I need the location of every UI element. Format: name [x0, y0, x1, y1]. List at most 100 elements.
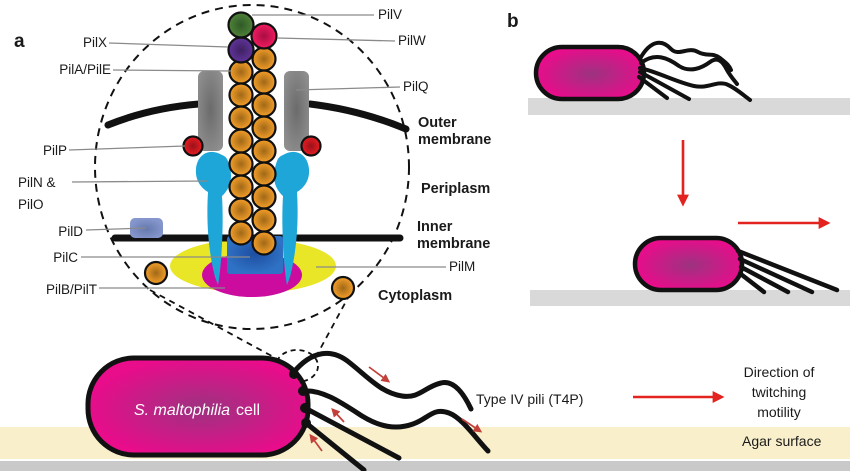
pilus-anchors: [289, 369, 311, 428]
pilq-secretin-right: [284, 71, 309, 151]
leader-pilw: [276, 37, 396, 42]
pilus-filament: [739, 272, 767, 295]
cell-label: S. maltophilia cell: [134, 402, 260, 419]
pilin-subunit: [228, 151, 254, 177]
pilin-subunit: [251, 115, 277, 141]
direction-label-line1: Direction of: [744, 364, 815, 380]
label-pilx: PilX: [83, 35, 107, 50]
motion-arrow: [331, 408, 345, 423]
pild-rect: [130, 218, 163, 238]
label-pilc: PilC: [53, 250, 78, 265]
leader-piln-pilo: [71, 180, 208, 183]
pilin-subunit: [251, 230, 277, 256]
cytoplasmic-pilin: [143, 260, 169, 286]
pilus-filament: [738, 264, 791, 295]
pilus-anchor: [289, 369, 299, 379]
label-pild: PilD: [58, 224, 83, 239]
pilin-subunit: [228, 174, 254, 200]
leader-pild: [85, 227, 147, 231]
pilin-subunit: [251, 46, 277, 72]
panel-b-arrows: [633, 140, 831, 403]
surface-bar-2: [530, 290, 850, 306]
agar-label: Agar surface: [742, 433, 822, 449]
label-piln-line2: PilO: [18, 197, 44, 212]
pilin-subunit: [251, 138, 277, 164]
pilin-subunit: [228, 59, 254, 85]
motion-arrow: [461, 418, 483, 433]
direction-label: Direction of twitching motility: [744, 364, 815, 420]
piln-pilo-left: [195, 151, 232, 285]
label-cytoplasm: Cytoplasm: [378, 288, 452, 304]
surface-bar-1: [528, 98, 850, 115]
pili-cell-b2: [735, 248, 840, 295]
pilus-filament: [290, 350, 474, 412]
label-pilq: PilQ: [403, 79, 429, 94]
leader-pila-pile: [112, 69, 232, 72]
panel-a-labels: a PilV PilW PilX PilA/PilE PilQ PilP Pil…: [14, 7, 491, 304]
piln-pilo-right: [273, 151, 310, 285]
pilq-secretin-left: [198, 71, 223, 151]
pilw-circle: [250, 22, 278, 50]
pilus-fiber: [143, 46, 356, 301]
pilp-circle-left: [182, 135, 204, 157]
direction-label-line3: motility: [757, 404, 801, 420]
motion-arrow: [368, 366, 391, 383]
pilin-subunit: [251, 161, 277, 187]
pilin-subunit: [251, 92, 277, 118]
pilus-filament: [735, 248, 840, 293]
pilus-anchor: [301, 418, 311, 428]
cell-label-species: S. maltophilia: [134, 402, 230, 419]
outer-membrane-right: [306, 100, 410, 133]
label-inner-membrane-1: Inner: [417, 219, 453, 235]
magnifier-connector-left: [149, 289, 282, 362]
pilus-machinery: [104, 11, 410, 301]
pilin-subunit: [228, 82, 254, 108]
pilus-filament: [639, 55, 739, 86]
bacteria-cell-b2: [632, 235, 745, 293]
panel-b-letter: b: [507, 11, 519, 32]
motion-arrow: [309, 433, 323, 452]
pilus-filament: [303, 420, 367, 471]
pilp-circle-right: [300, 135, 322, 157]
label-periplasm: Periplasm: [421, 181, 490, 197]
panel-b: b Direction of twitching motility: [507, 11, 840, 420]
pili-motion-arrows: [309, 366, 483, 452]
magnifier-connector-right: [317, 293, 351, 354]
pilus-anchor: [298, 386, 308, 396]
magnifier-circle: [94, 4, 410, 330]
pilus-filament: [737, 256, 815, 295]
cytoplasmic-pilin: [330, 275, 356, 301]
pilin-subunit: [228, 197, 254, 223]
label-pilw: PilW: [398, 33, 426, 48]
label-pilb-pilt: PilB/PilT: [46, 282, 97, 297]
pilus-filament: [302, 405, 402, 461]
label-pilv: PilV: [378, 7, 402, 22]
pilin-subunit: [251, 207, 277, 233]
pilv-circle: [227, 11, 255, 39]
pilin-subunit: [228, 128, 254, 154]
direction-label-line2: twitching: [752, 384, 806, 400]
pilus-anchor: [300, 403, 310, 413]
pilus-filament: [639, 40, 733, 72]
panel-a-letter: a: [14, 31, 25, 52]
bacteria-cell-b1: [533, 44, 647, 102]
label-outer-membrane-2: membrane: [418, 132, 491, 148]
leader-lines: [68, 14, 446, 289]
leader-pilp: [68, 145, 186, 151]
pilin-subunit: [228, 220, 254, 246]
label-pilm: PilM: [449, 259, 475, 274]
pili-cell-b1: [637, 40, 752, 102]
pilus-filament: [638, 70, 691, 101]
label-piln-line1: PilN &: [18, 175, 56, 190]
bottom-band: [0, 461, 850, 471]
pilus-filament: [637, 75, 669, 100]
pilus-filament: [300, 388, 491, 454]
pilus-tip-proteins: [182, 11, 322, 157]
pili-panel-a: [290, 350, 491, 471]
pilin-subunit: [251, 184, 277, 210]
cell-label-suffix: cell: [236, 402, 260, 419]
pilin-subunit: [228, 105, 254, 131]
label-pilp: PilP: [43, 143, 67, 158]
